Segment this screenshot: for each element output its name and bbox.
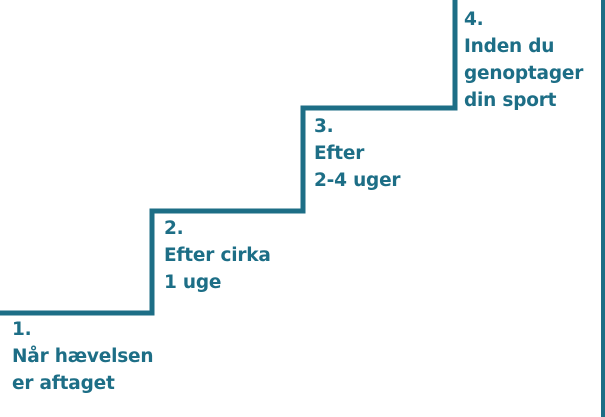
step-1-number: 1. xyxy=(12,319,32,340)
step-4-line-3: din sport xyxy=(464,90,557,111)
step-4-label: 4. Inden du genoptager din sport xyxy=(464,6,583,114)
step-1-label: 1. Når hævelsen er aftaget xyxy=(12,316,154,397)
step-4-line-1: Inden du xyxy=(464,36,555,57)
step-4-number: 4. xyxy=(464,9,484,30)
step-2-line-2: 1 uge xyxy=(164,272,222,293)
step-2-line-1: Efter cirka xyxy=(164,245,271,266)
step-1-line-1: Når hævelsen xyxy=(12,346,154,367)
step-3-line-2: 2-4 uger xyxy=(314,170,401,191)
step-3-label: 3. Efter 2-4 uger xyxy=(314,113,401,194)
step-2-label: 2. Efter cirka 1 uge xyxy=(164,215,271,296)
step-3-line-1: Efter xyxy=(314,143,365,164)
step-1-line-2: er aftaget xyxy=(12,373,115,394)
step-4-line-2: genoptager xyxy=(464,63,584,84)
step-2-number: 2. xyxy=(164,218,184,239)
staircase-line xyxy=(0,0,458,316)
step-3-number: 3. xyxy=(314,116,334,137)
